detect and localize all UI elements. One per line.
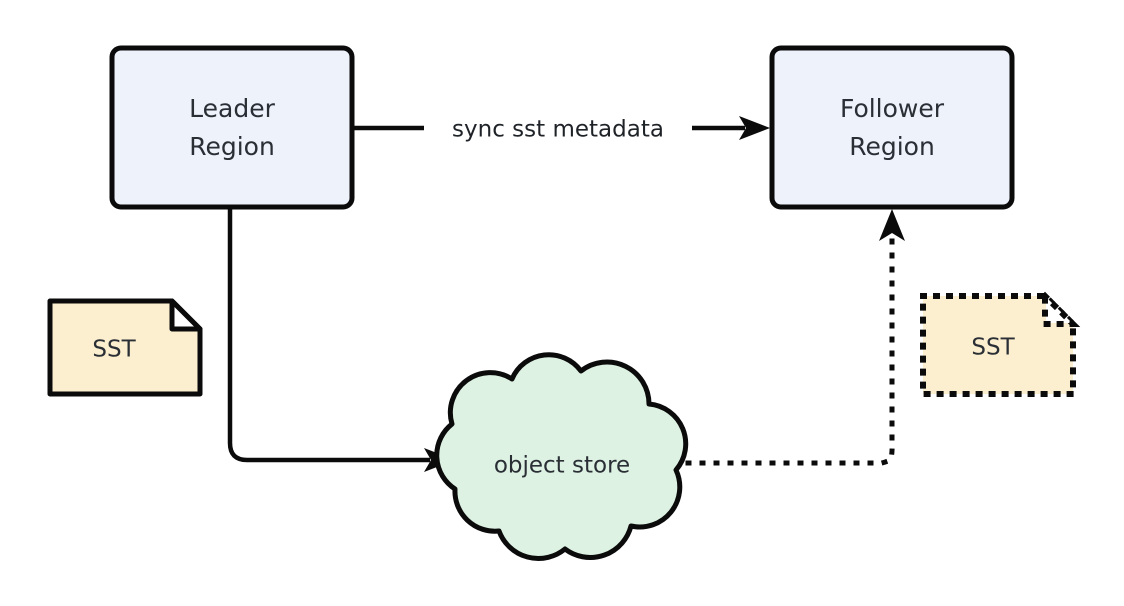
node-leader-region-label-line2: Region [189,132,275,161]
node-leader-region-box[interactable] [109,45,355,210]
node-follower-region[interactable]: Follower Region [769,45,1015,210]
node-sst-follower-fill[interactable] [923,296,1073,394]
node-leader-region-label-line1: Leader [189,94,275,123]
node-sst-follower-border [920,293,1076,397]
edge-sync-metadata-label-backdrop [424,110,692,148]
edge-sync-metadata-arrowhead [739,116,770,140]
node-leader-region[interactable]: Leader Region [109,45,355,210]
node-object-store[interactable]: object store [434,352,689,561]
node-sst-follower-fold-icon [1042,288,1081,327]
node-sst-leader-fold-icon [169,298,203,332]
node-object-store-cloud[interactable] [434,352,689,561]
edge-object-store-to-follower-arrowhead [879,209,905,241]
edge-object-store-to-follower [685,209,905,466]
node-object-store-label: object store [494,453,630,479]
node-sst-follower[interactable]: SST [920,288,1081,397]
edge-object-store-to-follower-path [685,233,895,466]
node-sst-follower-label: SST [971,335,1015,361]
node-follower-region-label-line2: Region [849,132,935,161]
node-follower-region-box[interactable] [769,45,1015,210]
edge-sync-metadata-label: sync sst metadata [452,117,664,143]
edge-leader-to-object-store [227,207,455,472]
node-sst-leader[interactable]: SST [47,298,203,397]
edge-leader-to-object-store-path [227,207,430,463]
node-follower-region-label-line1: Follower [840,94,945,123]
edge-sync-metadata: sync sst metadata [352,110,770,148]
node-sst-leader-label: SST [92,337,136,363]
node-sst-leader-body[interactable] [47,298,203,397]
